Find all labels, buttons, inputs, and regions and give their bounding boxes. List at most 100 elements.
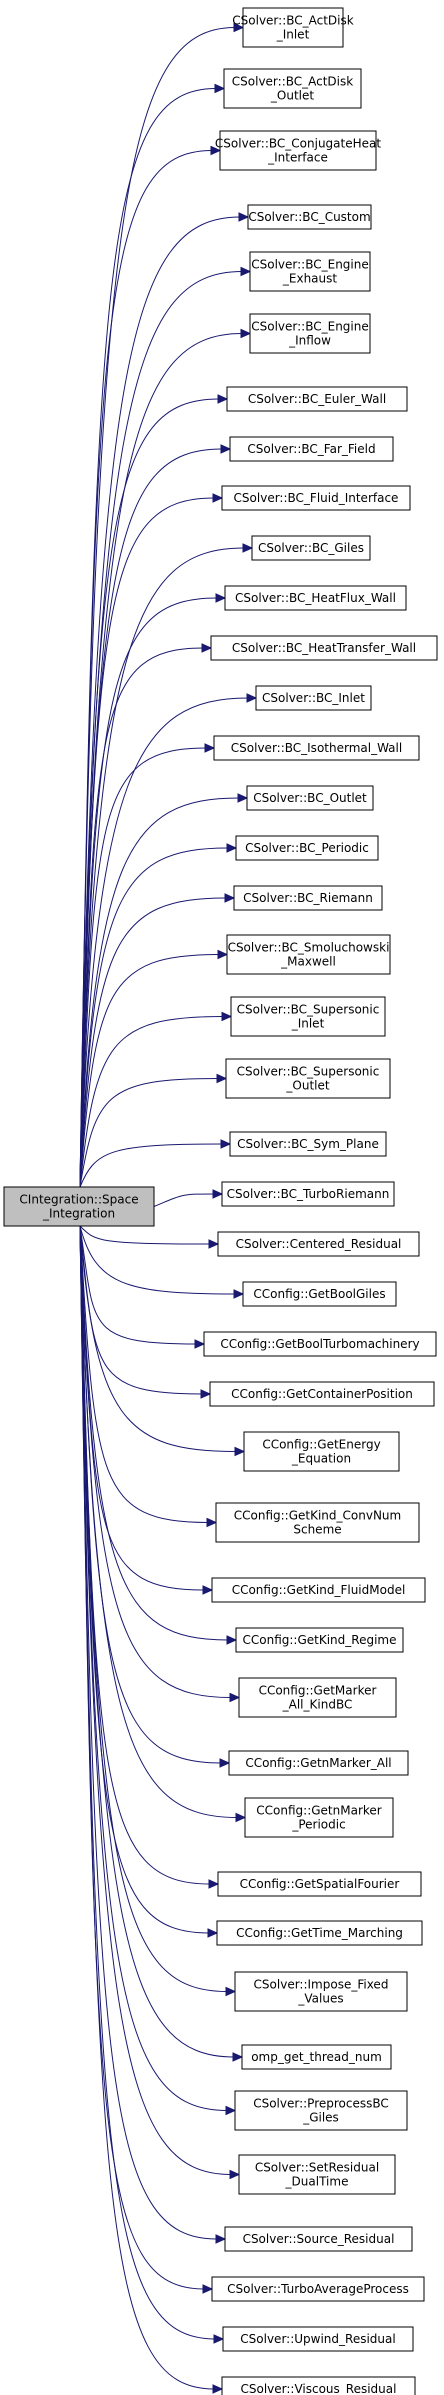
root-node-box	[3, 1186, 155, 1227]
callee-node[interactable]: CConfig::GetContainerPosition	[209, 1381, 435, 1407]
callee-node-box	[226, 934, 391, 975]
callee-node[interactable]: CSolver::BC_Supersonic_Outlet	[225, 1058, 391, 1099]
callee-node[interactable]: CSolver::Viscous_Residual	[221, 2376, 416, 2395]
callee-node[interactable]: CConfig::GetBoolTurbomachinery	[203, 1331, 437, 1357]
callee-node-label: CConfig::GetnMarker_All	[245, 1756, 391, 1770]
callee-node-box	[243, 1431, 400, 1472]
callee-node[interactable]: CConfig::GetnMarker_All	[228, 1750, 409, 1776]
call-edges	[79, 22, 258, 2394]
callee-node-label: CConfig::GetBoolTurbomachinery	[220, 1337, 419, 1351]
callee-node-box	[222, 2326, 414, 2352]
callee-node-box	[241, 2044, 392, 2070]
edge-arrowhead	[207, 1928, 219, 1938]
callee-node[interactable]: CSolver::BC_HeatTransfer_Wall	[210, 635, 438, 661]
callee-node[interactable]: CSolver::BC_TurboRiemann	[221, 1181, 395, 1207]
edge-arrowhead	[229, 1692, 241, 1703]
call-edge	[79, 647, 204, 1188]
callee-node-label: CSolver::BC_ActDisk	[232, 14, 353, 28]
edge-arrowhead	[217, 949, 229, 960]
callee-node-label: CSolver::BC_HeatFlux_Wall	[235, 591, 396, 605]
callee-node-label: CSolver::BC_Custom	[248, 210, 370, 224]
callee-node-box	[247, 204, 372, 230]
callee-node-box	[234, 1971, 408, 2012]
callee-node[interactable]: CSolver::BC_Far_Field	[229, 436, 394, 462]
edge-arrowhead	[215, 2234, 227, 2244]
callee-node-box	[246, 785, 374, 811]
callee-node[interactable]: CConfig::GetEnergy_Equation	[243, 1431, 400, 1472]
callee-node[interactable]: CSolver::BC_Euler_Wall	[226, 386, 408, 412]
callee-node[interactable]: CSolver::BC_Riemann	[233, 885, 383, 911]
edge-arrowhead	[213, 2334, 225, 2344]
edge-arrowhead	[206, 1517, 218, 1528]
callee-node[interactable]: CSolver::BC_Isothermal_Wall	[213, 735, 420, 761]
callee-node[interactable]: CSolver::Upwind_Residual	[222, 2326, 414, 2352]
callee-node-box	[229, 436, 394, 462]
callee-node[interactable]: CSolver::BC_Sym_Plane	[229, 1131, 387, 1157]
callee-node[interactable]: CSolver::Impose_Fixed_Values	[234, 1971, 408, 2012]
callee-node-label: CSolver::Upwind_Residual	[240, 2332, 395, 2346]
callee-node[interactable]: CConfig::GetBoolGiles	[242, 1281, 397, 1307]
callee-node[interactable]: CSolver::BC_Giles	[251, 535, 371, 561]
edge-arrowhead	[233, 22, 245, 33]
call-edge	[79, 1225, 232, 2175]
callee-node-box	[209, 1381, 435, 1407]
edge-arrowhead	[194, 1339, 206, 1349]
call-edge	[79, 1078, 219, 1188]
callee-node-label: CSolver::Centered_Residual	[236, 1237, 402, 1251]
callee-node[interactable]: CSolver::BC_Engine_Exhaust	[249, 251, 371, 292]
call-edge	[79, 1225, 232, 1698]
callee-node-label: CSolver::SetResidual	[255, 2161, 379, 2175]
callee-node-label: _Inlet	[291, 1017, 325, 1031]
call-edge	[79, 1225, 238, 1818]
callee-node-label: omp_get_thread_num	[251, 2050, 382, 2064]
callee-node[interactable]: omp_get_thread_num	[241, 2044, 392, 2070]
callee-node[interactable]: CSolver::BC_ConjugateHeat_Interface	[215, 130, 381, 171]
callee-node[interactable]: CSolver::BC_Periodic	[235, 835, 379, 861]
callee-node[interactable]: CConfig::GetKind_FluidModel	[211, 1577, 426, 1603]
root-node[interactable]: CIntegration::Space_Integration	[3, 1186, 155, 1227]
callee-node[interactable]: CSolver::BC_Fluid_Interface	[221, 485, 411, 511]
callee-node[interactable]: CSolver::BC_Inlet	[255, 685, 372, 711]
edge-arrowhead	[240, 266, 252, 277]
callee-node[interactable]: CConfig::GetMarker_All_KindBC	[238, 1677, 397, 1718]
callee-node[interactable]: CSolver::BC_ActDisk_Inlet	[232, 7, 354, 48]
edge-arrowhead	[219, 1758, 231, 1768]
callee-node[interactable]: CSolver::BC_Engine_Inflow	[249, 313, 371, 354]
callee-node-label: _Outlet	[270, 89, 314, 103]
edge-arrowhead	[201, 643, 213, 653]
callee-node-box	[215, 1502, 420, 1543]
callee-node[interactable]: CSolver::PreprocessBC_Giles	[234, 2090, 408, 2131]
root-node-label: _Integration	[42, 1207, 115, 1221]
callee-node-box	[223, 68, 362, 109]
callee-node[interactable]: CSolver::BC_Smoluchowski_Maxwell	[226, 934, 391, 975]
callee-node[interactable]: CSolver::TurboAverageProcess	[211, 2276, 425, 2302]
edge-arrowhead	[234, 1446, 246, 1457]
callee-node-box	[235, 835, 379, 861]
callee-node[interactable]: CSolver::SetResidual_DualTime	[238, 2154, 396, 2195]
callee-node[interactable]: CConfig::GetSpatialFourier	[217, 1871, 422, 1897]
callee-node[interactable]: CSolver::BC_Supersonic_Inlet	[230, 996, 386, 1037]
call-edge	[79, 150, 213, 1188]
callee-node[interactable]: CSolver::BC_ActDisk_Outlet	[223, 68, 362, 109]
edge-arrowhead	[242, 543, 254, 553]
call-edge	[79, 954, 220, 1188]
edge-arrowhead	[221, 1011, 233, 1022]
callee-node[interactable]: CSolver::Centered_Residual	[217, 1231, 420, 1257]
edge-arrowhead	[240, 328, 252, 339]
callee-node[interactable]: CSolver::BC_Custom	[247, 204, 372, 230]
callee-node-label: CConfig::GetTime_Marching	[236, 1926, 403, 1940]
callee-node-label: _All_KindBC	[282, 1698, 353, 1712]
callee-node[interactable]: CSolver::BC_HeatFlux_Wall	[224, 585, 407, 611]
call-edge	[79, 747, 207, 1188]
edge-arrowhead	[225, 2105, 237, 2116]
callee-node[interactable]: CConfig::GetTime_Marching	[216, 1920, 423, 1946]
call-edge	[79, 216, 241, 1188]
callee-node[interactable]: CSolver::Source_Residual	[224, 2226, 413, 2252]
callee-node[interactable]: CConfig::GetKind_Regime	[235, 1627, 404, 1653]
callee-node[interactable]: CSolver::BC_Outlet	[246, 785, 374, 811]
edge-arrowhead	[212, 1189, 224, 1199]
call-nodes: CIntegration::Space_IntegrationCSolver::…	[3, 7, 438, 2395]
callee-node[interactable]: CConfig::GetnMarker_Periodic	[244, 1797, 394, 1838]
